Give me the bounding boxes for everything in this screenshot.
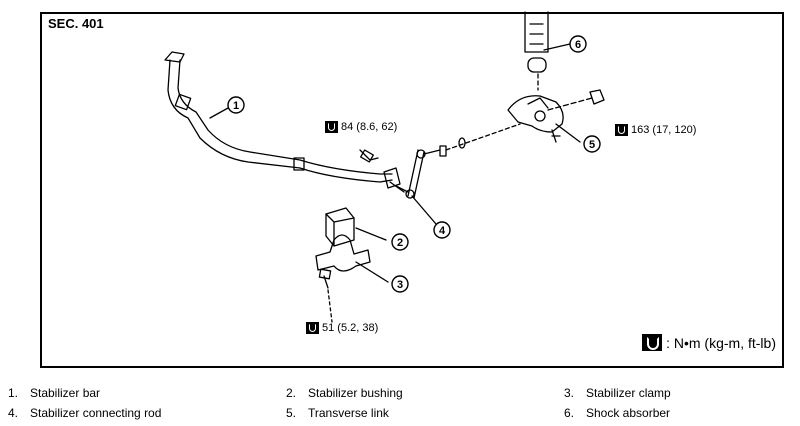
shock-absorber-drawing (524, 11, 549, 91)
svg-text:6: 6 (575, 39, 581, 51)
legend-label: Stabilizer bushing (308, 386, 403, 400)
legend-label: Transverse link (308, 406, 389, 420)
torque-wrench-icon (642, 334, 663, 351)
torque-spec-84: 84 (8.6, 62) (325, 121, 397, 133)
callout-1: 1 (227, 96, 245, 114)
legend-item: 5. Transverse link (286, 406, 389, 420)
callout-5: 5 (583, 135, 601, 153)
torque-value: 84 (8.6, 62) (341, 121, 398, 133)
legend-item: 4. Stabilizer connecting rod (8, 406, 162, 420)
legend-label: Stabilizer bar (30, 386, 101, 400)
diagram-frame (40, 12, 784, 368)
legend-label: Shock absorber (586, 406, 671, 420)
transverse-link-drawing (507, 89, 605, 143)
stabilizer-clamp-drawing (315, 234, 371, 323)
legend-row: 1. Stabilizer bar 2. Stabilizer bushing … (0, 386, 800, 404)
torque-unit-note: : N•m (kg-m, ft-lb) (642, 334, 776, 351)
legend-item: 6. Shock absorber (564, 406, 671, 420)
torque-value: 163 (17, 120) (631, 124, 697, 136)
svg-text:2: 2 (397, 237, 403, 249)
torque-spec-51: 51 (5.2, 38) (306, 322, 378, 334)
callout-3: 3 (391, 275, 409, 293)
stabilizer-bar-drawing (164, 51, 405, 193)
torque-value: 51 (5.2, 38) (322, 322, 379, 334)
svg-text:5: 5 (589, 139, 595, 151)
svg-text:1: 1 (233, 100, 239, 112)
torque-wrench-icon (325, 121, 338, 133)
torque-wrench-icon (306, 322, 319, 334)
torque-spec-163: 163 (17, 120) (615, 124, 696, 136)
svg-text:4: 4 (439, 225, 446, 237)
callout-2: 2 (391, 233, 409, 251)
legend-item: 1. Stabilizer bar (8, 386, 101, 400)
legend-label: Stabilizer connecting rod (30, 406, 162, 420)
legend-item: 2. Stabilizer bushing (286, 386, 403, 400)
unit-note-text: : N•m (kg-m, ft-lb) (666, 334, 776, 351)
legend-row: 4. Stabilizer connecting rod 5. Transver… (0, 406, 800, 424)
callout-4: 4 (433, 221, 451, 239)
legend-label: Stabilizer clamp (586, 386, 671, 400)
connecting-rod-drawing (359, 123, 521, 199)
callout-6: 6 (569, 35, 587, 53)
legend-item: 3. Stabilizer clamp (564, 386, 671, 400)
section-label: SEC. 401 (48, 16, 104, 31)
svg-text:3: 3 (397, 279, 403, 291)
torque-wrench-icon (615, 124, 628, 136)
